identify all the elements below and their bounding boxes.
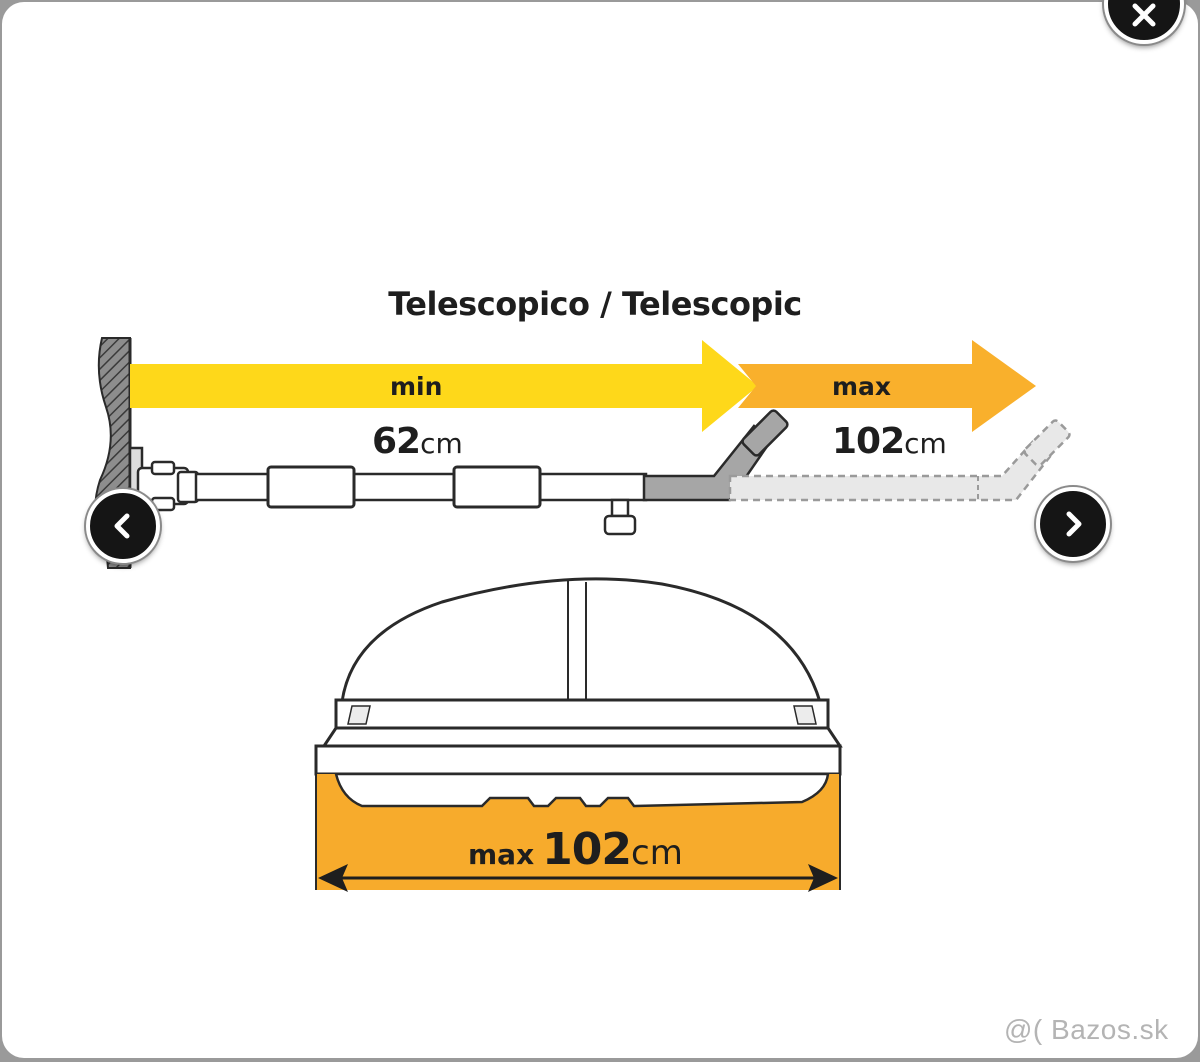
max-unit: cm: [904, 427, 947, 460]
box-width-prefix: max: [468, 838, 535, 871]
max-measurement: 102cm: [832, 424, 947, 460]
width-dimension-arrow: [318, 864, 838, 892]
arm-sleeve-1: [266, 465, 356, 509]
wall-bracket: [128, 446, 200, 512]
box-bottom: [334, 772, 830, 808]
watermark: @( Bazos.sk: [1004, 1014, 1169, 1045]
min-unit: cm: [420, 427, 463, 460]
chevron-left-icon: [114, 513, 130, 539]
max-arrow: [738, 340, 1036, 432]
min-arrow: [130, 340, 758, 432]
diagram-title: Telescopico / Telescopic: [388, 285, 802, 323]
min-measurement: 62cm: [372, 424, 463, 460]
min-value: 62: [372, 421, 421, 462]
arm-extension-extended: [728, 436, 1054, 502]
max-label: max: [832, 372, 892, 401]
previous-image-button[interactable]: [86, 489, 160, 563]
clamp-knob: [603, 498, 637, 536]
next-image-button[interactable]: [1036, 487, 1110, 561]
min-label: min: [390, 372, 443, 401]
close-icon: [1132, 3, 1156, 27]
arm-sleeve-2: [452, 465, 542, 509]
max-value: 102: [832, 421, 905, 462]
box-width-value: 102: [542, 824, 632, 875]
roof-box: [314, 577, 843, 776]
box-width-unit: cm: [631, 833, 683, 873]
arm-tube: [194, 472, 648, 502]
chevron-right-icon: [1066, 511, 1082, 537]
